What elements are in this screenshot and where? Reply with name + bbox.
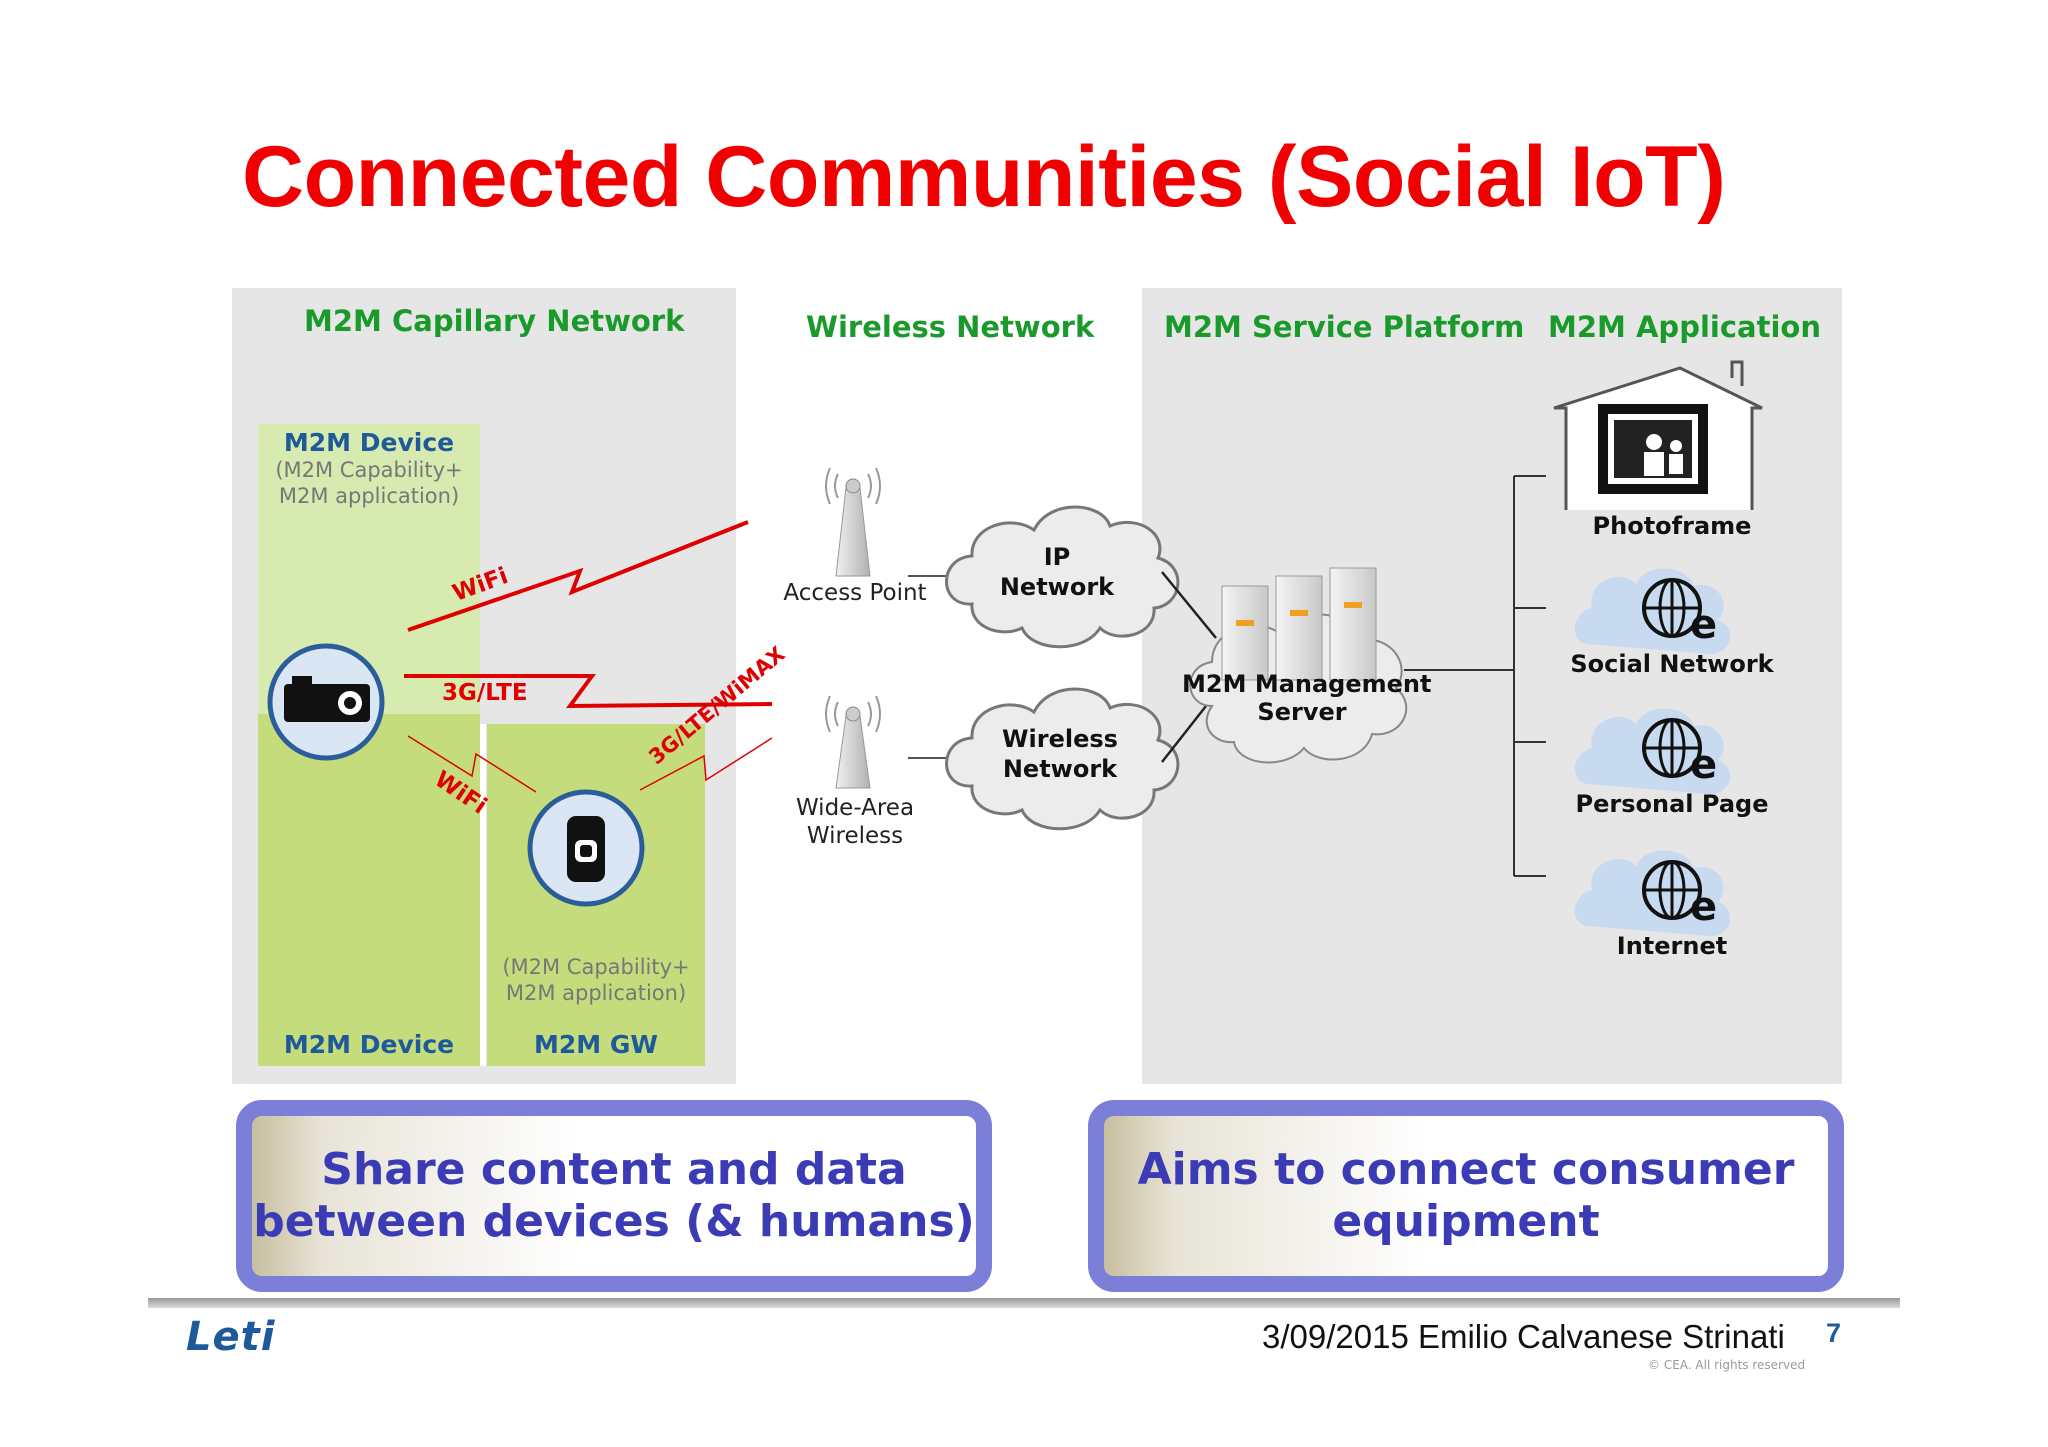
device-bottom-label: M2M Device xyxy=(283,1030,455,1059)
device-top-title: M2M Device xyxy=(283,428,455,457)
access-point-icon xyxy=(825,467,881,577)
wide-area-line2: Wireless xyxy=(806,823,904,849)
app-label-personal-page: Personal Page xyxy=(1575,790,1769,818)
callout-share-content: Share content and data between devices (… xyxy=(236,1100,992,1292)
lte-link xyxy=(404,674,773,709)
photoframe-house-icon xyxy=(1553,360,1763,510)
callout-left-line1: Share content and data xyxy=(321,1144,907,1195)
svg-text:e: e xyxy=(1690,602,1717,648)
callout-right-line1: Aims to connect consumer xyxy=(1137,1144,1795,1195)
server-rack-icon xyxy=(1221,567,1377,681)
wide-area-label: Wide-Area Wireless xyxy=(772,794,938,850)
device-top-line2: M2M application) xyxy=(278,484,460,508)
social-network-globe-icon: e xyxy=(1574,568,1731,654)
callout-connect-equipment: Aims to connect consumer equipment xyxy=(1088,1100,1844,1292)
server-line1: M2M Management xyxy=(1182,670,1432,698)
device-top-label: M2M Device (M2M Capability+ M2M applicat… xyxy=(258,428,480,509)
ip-network-cloud xyxy=(945,505,1180,649)
app-label-photoframe: Photoframe xyxy=(1592,512,1752,540)
server-line2: Server xyxy=(1257,698,1347,726)
wimax-link xyxy=(639,737,773,791)
wifi-top-link xyxy=(407,520,749,632)
ip-network-label: IP Network xyxy=(972,542,1142,602)
footer-divider xyxy=(148,1298,1900,1308)
app-label-social-network: Social Network xyxy=(1570,650,1774,678)
gw-capability-line2: M2M application) xyxy=(505,981,687,1005)
page-number: 7 xyxy=(1826,1318,1842,1348)
header-platform: M2M Service Platform xyxy=(1164,310,1525,344)
personal-page-globe-icon: e xyxy=(1574,708,1731,794)
svg-text:e: e xyxy=(1690,742,1717,788)
server-label: M2M Management Server xyxy=(1182,670,1432,726)
gw-bottom-label: M2M GW xyxy=(534,1030,658,1059)
header-wireless: Wireless Network xyxy=(806,310,1095,344)
wireless-cloud-line1: Wireless xyxy=(1002,725,1118,753)
svg-text:e: e xyxy=(1690,884,1717,930)
ip-network-line1: IP xyxy=(1043,543,1071,571)
copyright-notice: © CEA. All rights reserved xyxy=(1648,1358,1806,1372)
wide-area-line1: Wide-Area xyxy=(795,795,915,821)
ip-network-line2: Network xyxy=(999,573,1115,601)
callout-right-line2: equipment xyxy=(1332,1196,1600,1247)
leti-logo: Leti xyxy=(186,1314,276,1360)
internet-globe-icon: e xyxy=(1574,850,1731,936)
header-application: M2M Application xyxy=(1548,310,1821,344)
wifi-diag-link xyxy=(407,735,537,793)
wireless-network-cloud xyxy=(945,687,1180,831)
lte-label: 3G/LTE xyxy=(442,680,528,706)
wide-area-antenna-icon xyxy=(825,695,881,789)
callout-left-line2: between devices (& humans) xyxy=(253,1196,975,1247)
device-top-line1: (M2M Capability+ xyxy=(275,458,463,482)
gw-capability-line1: (M2M Capability+ xyxy=(502,955,690,979)
wireless-cloud-line2: Network xyxy=(1002,755,1118,783)
access-point-label: Access Point xyxy=(783,580,927,606)
app-label-internet: Internet xyxy=(1616,932,1728,960)
gw-capability-label: (M2M Capability+ M2M application) xyxy=(487,954,705,1006)
m2m-architecture-diagram: e e e M2M Capillary Network Wireless Net… xyxy=(232,286,1844,1086)
device-zone-bottom xyxy=(258,714,480,1066)
diagram-graphics: e e e xyxy=(232,288,1842,1084)
header-capillary: M2M Capillary Network xyxy=(304,304,685,338)
wireless-cloud-label: Wireless Network xyxy=(972,724,1148,784)
slide-title: Connected Communities (Social IoT) xyxy=(242,129,1726,225)
footer-date-author: 3/09/2015 Emilio Calvanese Strinati xyxy=(1262,1318,1785,1355)
